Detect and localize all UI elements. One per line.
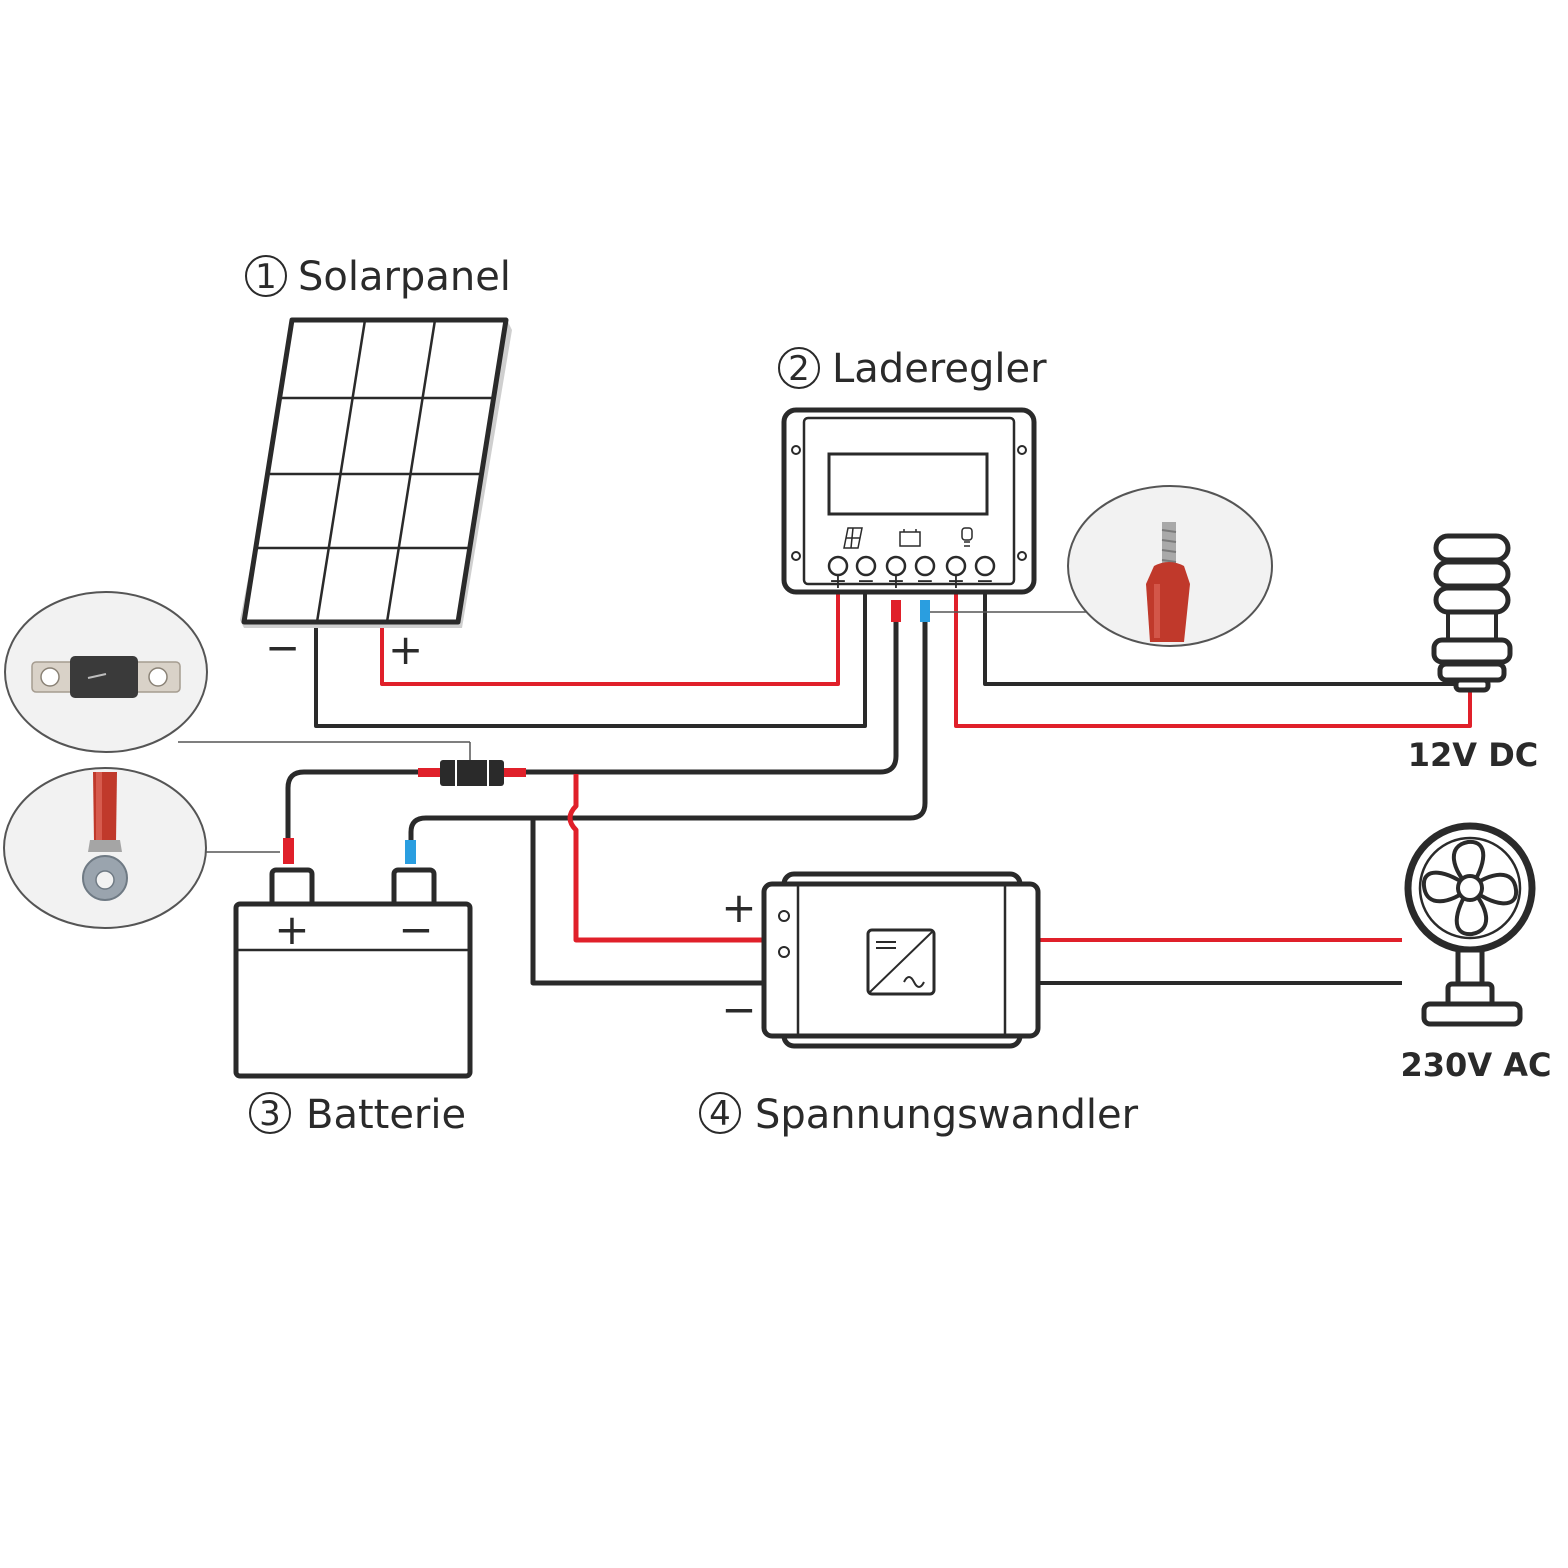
ring-terminal-callout bbox=[3, 767, 280, 929]
sleeve-red-fuse-left bbox=[418, 768, 442, 777]
inverter-label: Spannungswandler bbox=[755, 1092, 1139, 1138]
sleeve-red-fuse-right bbox=[502, 768, 526, 777]
terminal-sign: − bbox=[976, 569, 994, 594]
wire-solar-negative bbox=[314, 584, 867, 728]
terminal-row bbox=[827, 555, 996, 577]
solar-panel-label: Solarpanel bbox=[298, 254, 511, 300]
number-circle bbox=[245, 255, 287, 297]
wire-inverter-negative bbox=[530, 818, 766, 986]
ac-load-label: 230V AC bbox=[1401, 1046, 1552, 1084]
lcd-display bbox=[827, 452, 989, 516]
terminal-sign: + bbox=[947, 569, 965, 594]
solar-panel: − + bbox=[240, 317, 512, 674]
wire-battery-negative bbox=[408, 622, 928, 862]
ferrule-icon bbox=[1146, 522, 1190, 642]
inverter-number: 4 bbox=[709, 1094, 731, 1134]
terminal-load-positive bbox=[945, 555, 967, 577]
solar-minus-sign: − bbox=[265, 623, 300, 672]
terminal-pv-negative bbox=[855, 555, 877, 577]
battery-title: 3 Batterie bbox=[249, 1092, 466, 1138]
wire-inverter-positive bbox=[567, 774, 766, 943]
load-bulb-symbol-icon bbox=[961, 527, 973, 547]
wire-load-positive bbox=[954, 584, 1472, 728]
number-circle bbox=[249, 1092, 291, 1134]
terminal-pv-positive bbox=[827, 555, 849, 577]
solar-plus-sign: + bbox=[388, 625, 423, 674]
fuse-icon bbox=[31, 656, 181, 698]
wire-battery-positive-fuse-out bbox=[504, 622, 899, 775]
terminal-sign: − bbox=[857, 569, 875, 594]
fan-icon bbox=[1404, 822, 1536, 1027]
sleeve-blue-controller bbox=[920, 600, 930, 622]
battery-symbol-icon bbox=[899, 529, 921, 547]
number-circle bbox=[699, 1092, 741, 1134]
battery-number: 3 bbox=[259, 1094, 281, 1134]
pv-icon bbox=[843, 527, 863, 549]
ferrule-callout bbox=[930, 485, 1273, 647]
charge-controller-title: 2 Laderegler bbox=[778, 346, 1047, 392]
solar-panel-number: 1 bbox=[255, 257, 277, 297]
inverter-minus-sign: − bbox=[721, 985, 756, 1034]
number-circle bbox=[778, 347, 820, 389]
inverter-title: 4 Spannungswandler bbox=[699, 1092, 1139, 1138]
inverter: + − bbox=[721, 871, 1041, 1049]
battery: + − bbox=[233, 867, 473, 1079]
inline-fuse bbox=[440, 760, 504, 786]
terminal-sign: − bbox=[916, 569, 934, 594]
terminal-battery-negative bbox=[914, 555, 936, 577]
wire-battery-positive bbox=[285, 769, 440, 855]
fuse-callout bbox=[4, 591, 471, 760]
wire-load-negative bbox=[983, 584, 1455, 686]
dc-ac-converter-icon bbox=[866, 928, 936, 996]
battery-positive-post bbox=[269, 867, 315, 909]
wires bbox=[283, 584, 1472, 986]
light-bulb-icon bbox=[1431, 533, 1513, 693]
battery-label: Batterie bbox=[306, 1092, 466, 1138]
battery-minus-sign: − bbox=[398, 905, 433, 954]
terminal-battery-positive bbox=[885, 555, 907, 577]
solar-panel-title: 1 Solarpanel bbox=[245, 254, 511, 300]
charge-controller: + − + − + − bbox=[781, 407, 1037, 595]
terminal-load-negative bbox=[974, 555, 996, 577]
battery-plus-sign: + bbox=[274, 905, 309, 954]
sleeve-red-battery bbox=[283, 838, 294, 864]
charge-controller-label: Laderegler bbox=[832, 346, 1047, 392]
charge-controller-number: 2 bbox=[788, 349, 810, 389]
sleeve-red-controller bbox=[891, 600, 901, 622]
ring-terminal-icon bbox=[82, 772, 128, 901]
battery-negative-post bbox=[391, 867, 437, 909]
wire-solar-positive bbox=[380, 584, 840, 686]
terminal-sign: + bbox=[829, 569, 847, 594]
terminal-sign: + bbox=[887, 569, 905, 594]
sleeve-blue-battery bbox=[405, 840, 416, 864]
inverter-plus-sign: + bbox=[721, 883, 756, 932]
dc-load-label: 12V DC bbox=[1408, 736, 1538, 774]
